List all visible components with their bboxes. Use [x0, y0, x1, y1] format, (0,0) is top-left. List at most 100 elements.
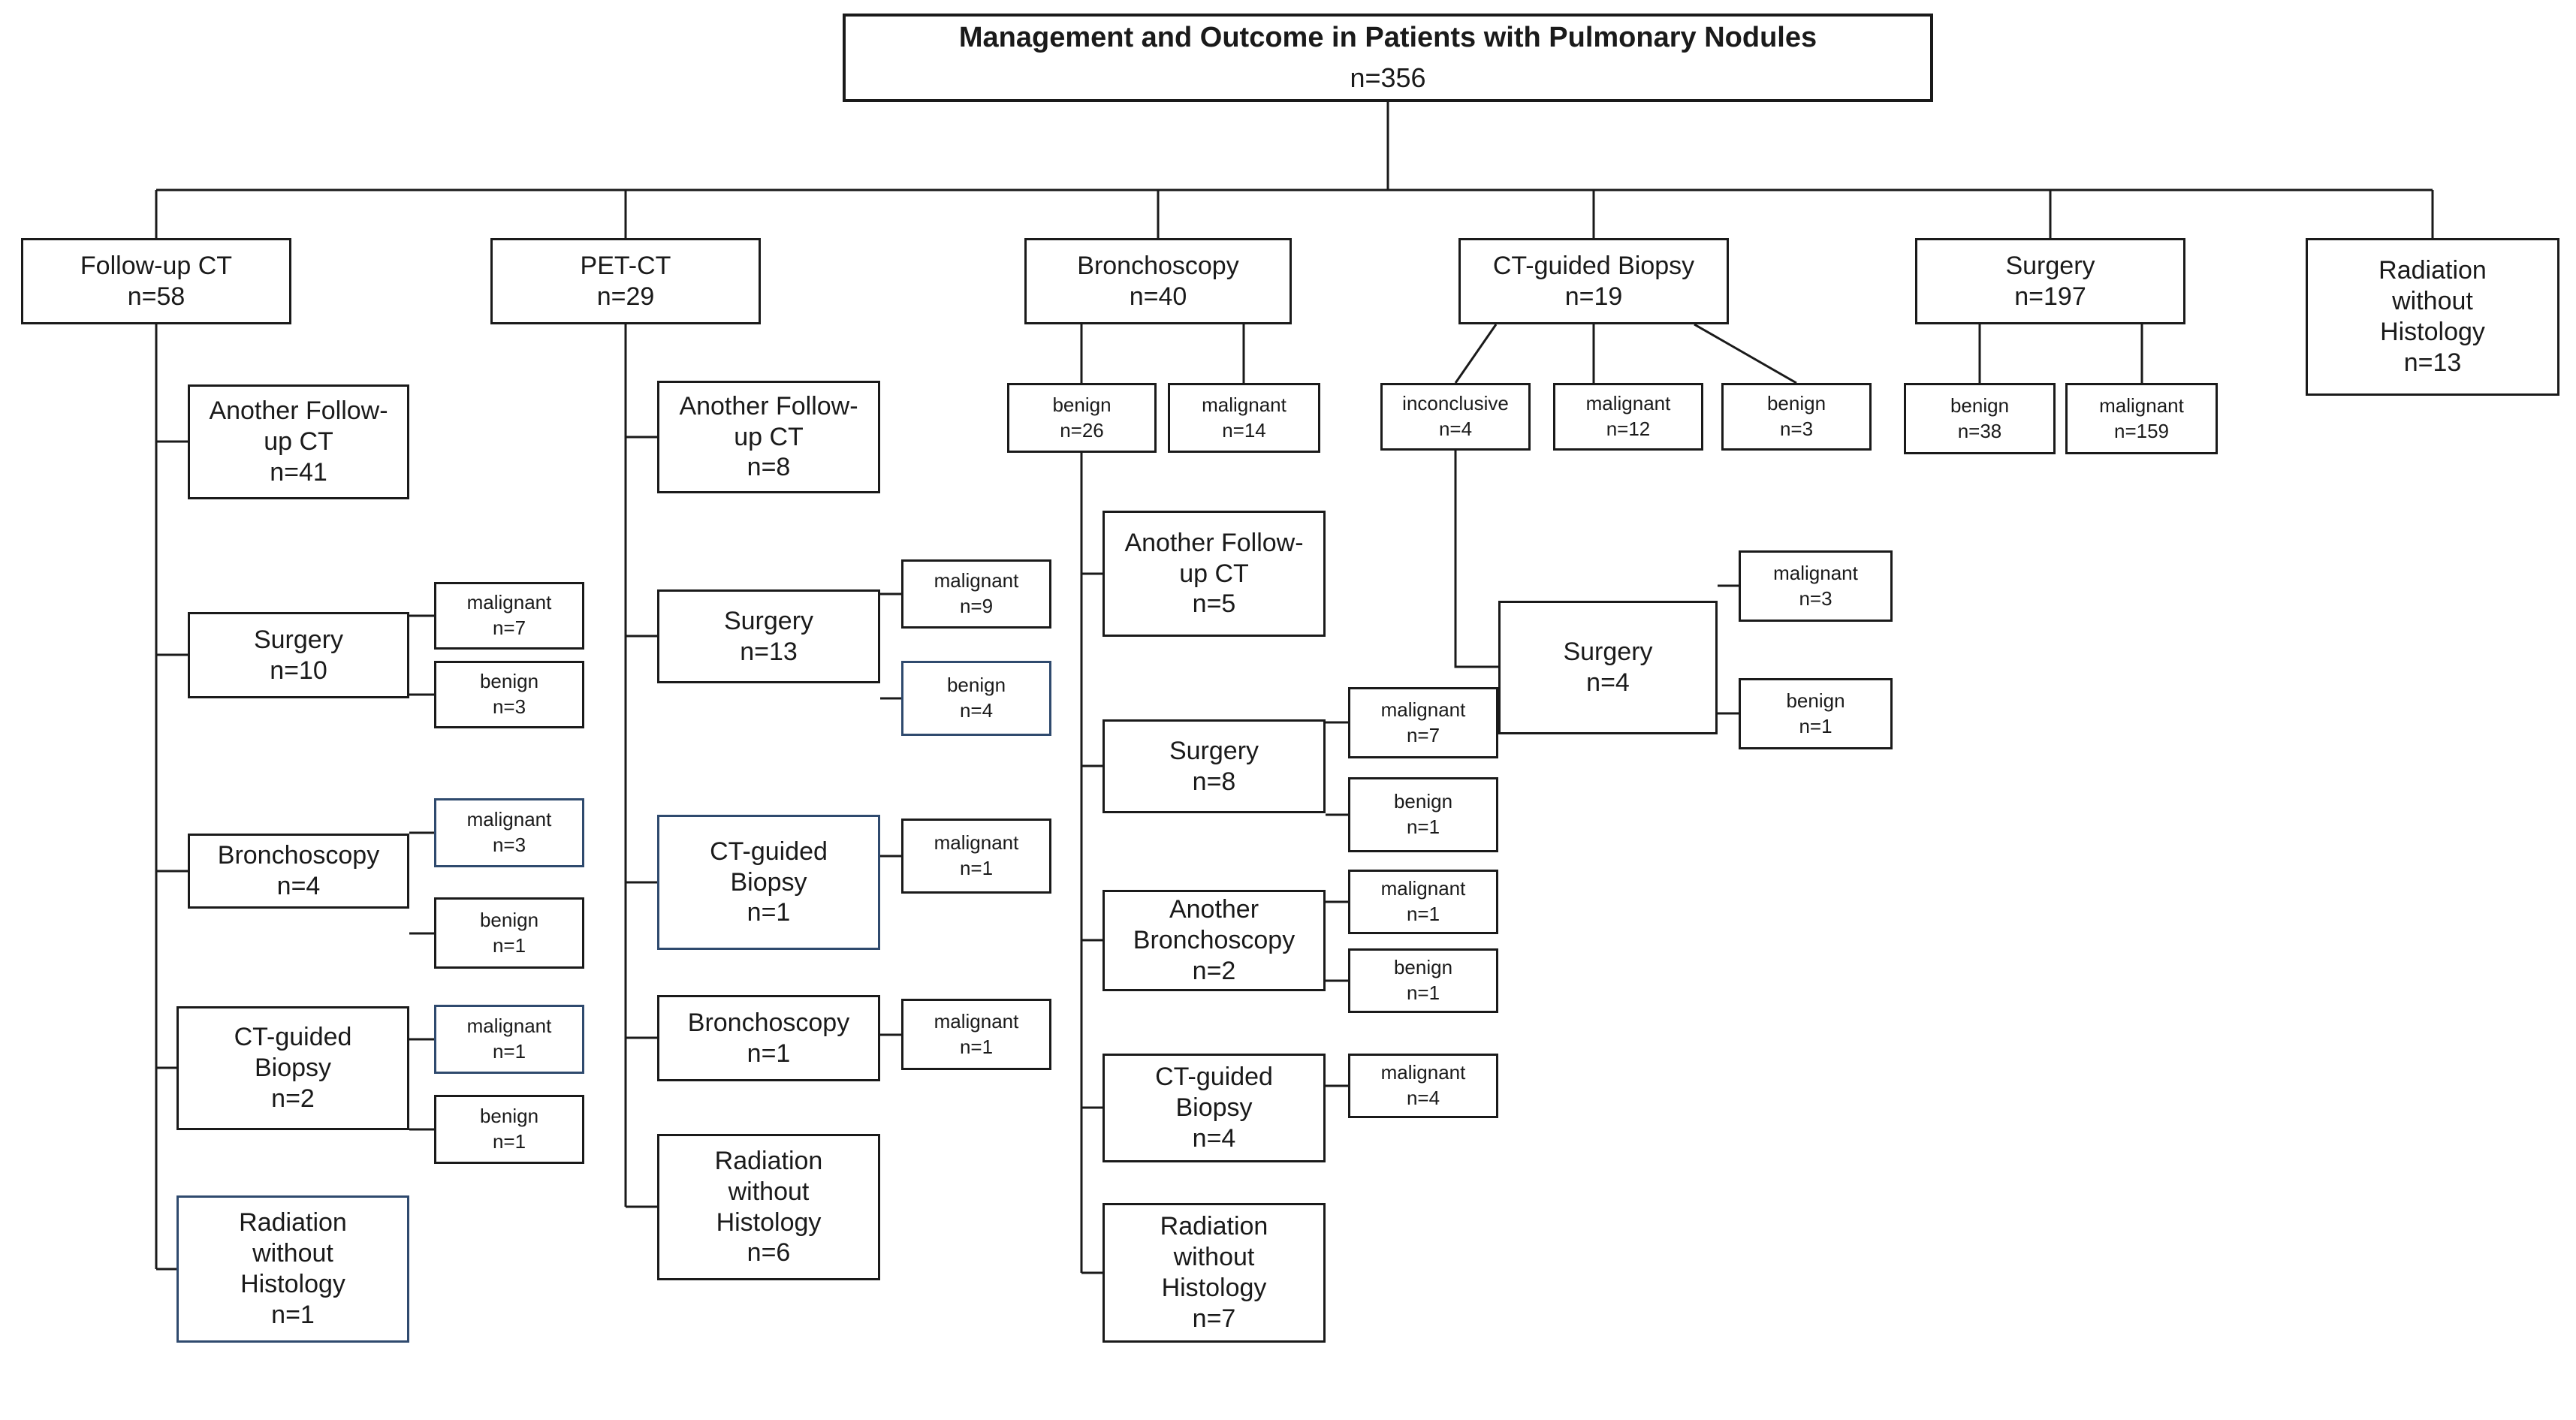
node-bro-another-bronchoscopy: Another Bronchoscopy n=2 — [1102, 890, 1326, 991]
node-label: CT-guided Biopsy — [710, 837, 828, 897]
outcome-label: benign — [1393, 790, 1453, 813]
node-count: n=5 — [1192, 589, 1236, 619]
outcome-label: malignant — [466, 1015, 552, 1038]
outcome-label: malignant — [1585, 392, 1671, 415]
node-follow-up-ct: Follow-up CT n=58 — [21, 238, 291, 324]
outcome-pet-surgery-benign: benign n=4 — [901, 661, 1051, 736]
outcome-pet-bronchoscopy-malignant: malignant n=1 — [901, 999, 1051, 1070]
outcome-pet-ctgb-malignant: malignant n=1 — [901, 819, 1051, 894]
node-count: n=1 — [747, 1039, 791, 1068]
node-pet-surgery: Surgery n=13 — [657, 589, 880, 683]
node-fuct-another-follow-up-ct: Another Follow-up CT n=41 — [188, 384, 409, 499]
node-pet-ct: PET-CT n=29 — [490, 238, 761, 324]
outcome-count: n=9 — [959, 595, 994, 617]
outcome-count: n=1 — [492, 933, 526, 957]
outcome-count: n=26 — [1060, 418, 1104, 442]
node-count: n=2 — [271, 1084, 315, 1113]
outcome-count: n=3 — [1799, 586, 1832, 610]
outcome-bro-surgery-benign: benign n=1 — [1348, 777, 1498, 852]
node-count: n=10 — [270, 656, 327, 685]
node-label: Follow-up CT — [80, 251, 233, 280]
node-label: CT-guided Biopsy — [1492, 251, 1695, 280]
outcome-label: malignant — [1380, 698, 1466, 721]
node-label: Another Follow-up CT — [209, 396, 388, 457]
node-bro-another-follow-up-ct: Another Follow-up CT n=5 — [1102, 511, 1326, 637]
outcome-count: n=1 — [1406, 816, 1440, 838]
outcome-count: n=14 — [1222, 418, 1266, 442]
node-count: n=1 — [271, 1300, 315, 1329]
outcome-label: benign — [1950, 393, 2010, 417]
outcome-count: n=4 — [959, 699, 994, 722]
node-bro-radiation-without-histology: Radiation without Histology n=7 — [1102, 1203, 1326, 1343]
outcome-bro-ctgb-malignant: malignant n=4 — [1348, 1054, 1498, 1118]
node-label: Surgery — [723, 606, 814, 635]
outcome-bronchoscopy-benign: benign n=26 — [1007, 383, 1157, 453]
outcome-label: benign — [1393, 956, 1453, 979]
node-label: Another Follow-up CT — [1124, 528, 1304, 588]
node-count: n=58 — [127, 282, 186, 311]
outcome-label: benign — [479, 908, 539, 931]
node-count: n=8 — [1192, 767, 1236, 796]
outcome-fuct-surgery-benign: benign n=3 — [434, 661, 584, 728]
outcome-count: n=3 — [492, 695, 526, 718]
outcome-label: benign — [479, 670, 539, 693]
outcome-label: malignant — [934, 1009, 1019, 1033]
node-label: Another Bronchoscopy — [1133, 895, 1296, 955]
outcome-surgery-malignant: malignant n=159 — [2065, 383, 2218, 454]
outcome-count: n=3 — [492, 834, 526, 856]
outcome-count: n=1 — [1406, 903, 1440, 925]
node-pet-ct-guided-biopsy: CT-guided Biopsy n=1 — [657, 815, 880, 950]
outcome-label: malignant — [1202, 393, 1286, 416]
node-fuct-radiation-without-histology: Radiation without Histology n=1 — [176, 1195, 409, 1343]
node-label: Radiation without Histology — [1160, 1212, 1268, 1302]
outcome-bro-anbro-benign: benign n=1 — [1348, 948, 1498, 1013]
outcome-count: n=7 — [492, 617, 526, 639]
outcome-fuct-surgery-malignant: malignant n=7 — [434, 582, 584, 650]
outcome-label: inconclusive — [1402, 392, 1509, 415]
node-label: Bronchoscopy — [1077, 251, 1239, 280]
node-fuct-ct-guided-biopsy: CT-guided Biopsy n=2 — [176, 1006, 409, 1130]
node-count: n=1 — [747, 898, 791, 927]
outcome-ctgb-malignant: malignant n=12 — [1553, 383, 1703, 451]
outcome-bronchoscopy-malignant: malignant n=14 — [1168, 383, 1320, 453]
node-count: n=19 — [1564, 282, 1623, 311]
node-count: n=4 — [1192, 1123, 1236, 1153]
outcome-label: malignant — [934, 569, 1019, 592]
outcome-label: malignant — [466, 591, 552, 614]
node-count: n=197 — [2014, 282, 2086, 311]
node-label: Surgery — [2005, 251, 2095, 280]
node-count: n=7 — [1192, 1304, 1236, 1333]
node-ctgb-inconclusive-surgery: Surgery n=4 — [1498, 601, 1718, 734]
node-ct-guided-biopsy: CT-guided Biopsy n=19 — [1458, 238, 1729, 324]
node-bro-ct-guided-biopsy: CT-guided Biopsy n=4 — [1102, 1054, 1326, 1162]
node-count: n=13 — [2403, 348, 2462, 377]
node-count: n=6 — [747, 1238, 791, 1268]
outcome-label: malignant — [1380, 877, 1466, 900]
outcome-ctgb-surgery-benign: benign n=1 — [1739, 678, 1893, 749]
node-bronchoscopy: Bronchoscopy n=40 — [1024, 238, 1292, 324]
connector-path — [155, 102, 2434, 1274]
node-label: Bronchoscopy — [687, 1008, 850, 1037]
outcome-pet-surgery-malignant: malignant n=9 — [901, 559, 1051, 629]
outcome-label: benign — [479, 1105, 539, 1128]
node-count: n=4 — [1586, 668, 1630, 697]
node-count: n=41 — [270, 457, 327, 487]
outcome-count: n=12 — [1606, 418, 1651, 440]
outcome-fuct-bronchoscopy-malignant: malignant n=3 — [434, 798, 584, 867]
node-pet-another-follow-up-ct: Another Follow-up CT n=8 — [657, 381, 880, 493]
outcome-label: benign — [946, 674, 1006, 697]
node-pet-bronchoscopy: Bronchoscopy n=1 — [657, 995, 880, 1081]
node-label: PET-CT — [580, 251, 671, 280]
outcome-count: n=1 — [959, 857, 994, 879]
outcome-label: malignant — [1380, 1061, 1466, 1084]
outcome-count: n=4 — [1438, 418, 1473, 440]
node-count: n=8 — [747, 453, 791, 482]
node-label: Radiation without Histology — [2378, 256, 2487, 346]
outcome-label: malignant — [2099, 393, 2184, 417]
outcome-fuct-ctgb-benign: benign n=1 — [434, 1095, 584, 1164]
outcome-count: n=1 — [1406, 981, 1440, 1004]
outcome-count: n=1 — [1799, 714, 1832, 737]
outcome-ctgb-benign: benign n=3 — [1721, 383, 1872, 451]
